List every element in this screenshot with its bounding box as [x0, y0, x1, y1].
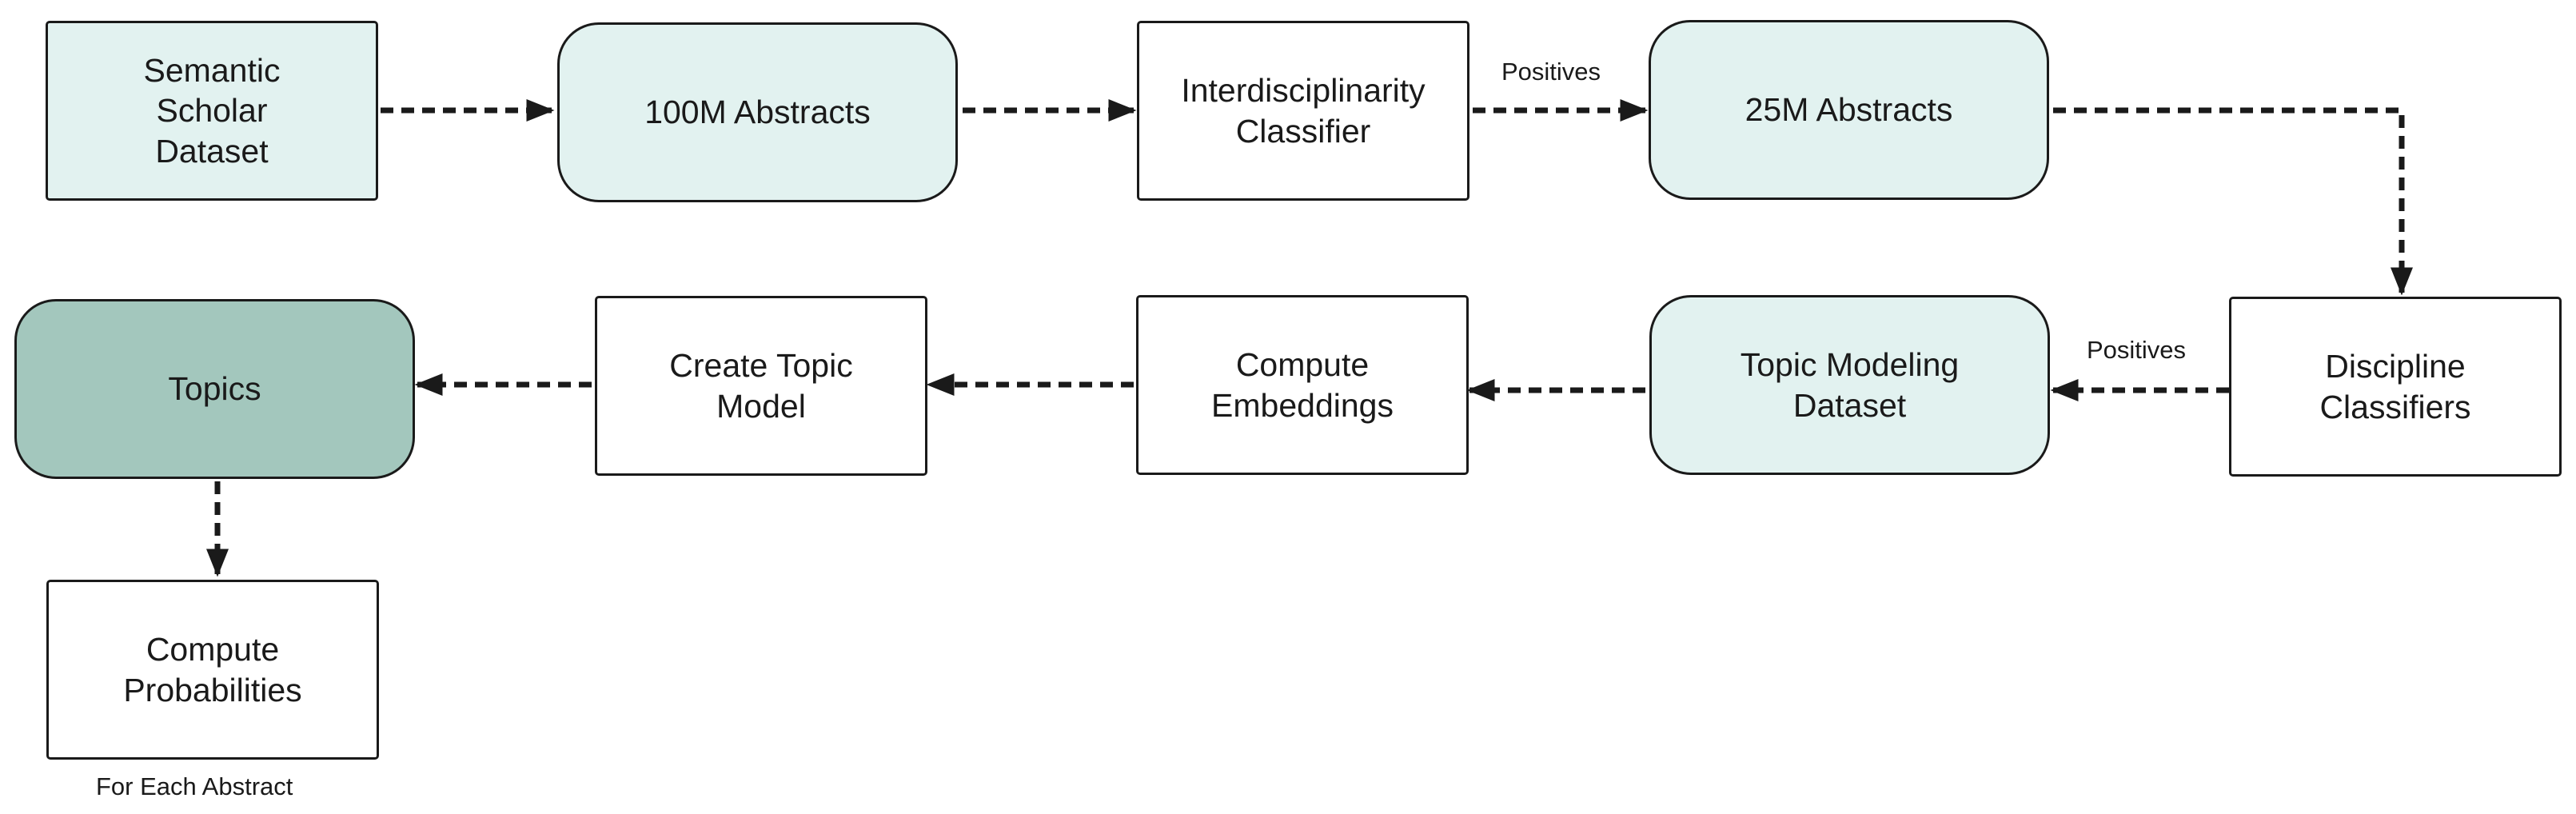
- node-topics-label: Topics: [168, 370, 261, 408]
- node-interdisciplinarity-classifier-label: Interdisciplinarity Classifier: [1181, 72, 1426, 150]
- node-create-topic-model-label: Create Topic Model: [669, 347, 853, 425]
- node-topic-modeling-dataset: Topic Modeling Dataset: [1649, 295, 2050, 475]
- node-create-topic-model: Create Topic Model: [595, 296, 927, 476]
- node-topic-modeling-dataset-label: Topic Modeling Dataset: [1740, 346, 1960, 424]
- node-interdisciplinarity-classifier: Interdisciplinarity Classifier: [1137, 21, 1469, 201]
- node-compute-probabilities: Compute Probabilities: [46, 580, 379, 760]
- edge-25m-to-discipline-classifiers: [2053, 107, 2413, 296]
- node-100m-abstracts-label: 100M Abstracts: [644, 94, 871, 131]
- node-topics: Topics: [14, 299, 415, 479]
- node-compute-embeddings: Compute Embeddings: [1136, 295, 1469, 475]
- node-semantic-scholar-dataset-label: Semantic Scholar Dataset: [143, 52, 281, 170]
- node-discipline-classifiers: Discipline Classifiers: [2229, 297, 2562, 477]
- caption-for-each-abstract: For Each Abstract: [96, 772, 293, 800]
- node-discipline-classifiers-label: Discipline Classifiers: [2319, 348, 2471, 425]
- node-25m-abstracts-label: 25M Abstracts: [1745, 91, 1953, 129]
- node-25m-abstracts: 25M Abstracts: [1649, 20, 2049, 200]
- node-compute-embeddings-label: Compute Embeddings: [1211, 346, 1394, 424]
- edge-label-positives-top: Positives: [1501, 58, 1601, 86]
- node-compute-probabilities-label: Compute Probabilities: [123, 631, 302, 708]
- node-semantic-scholar-dataset: Semantic Scholar Dataset: [46, 21, 378, 201]
- edge-label-positives-bottom: Positives: [2087, 336, 2187, 364]
- node-100m-abstracts: 100M Abstracts: [557, 22, 958, 202]
